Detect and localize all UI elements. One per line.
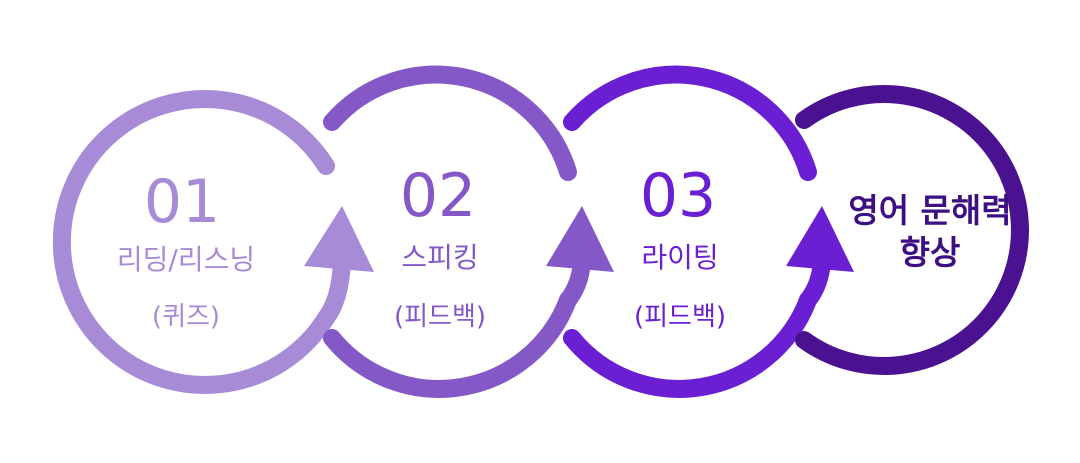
step-2-ring (323, 65, 614, 398)
step-3-subtitle: (피드백) (634, 302, 726, 332)
step-2-number: 02 (400, 161, 476, 231)
step-1-title: 리딩/리스닝 (117, 243, 255, 276)
step-3-ring (563, 65, 854, 398)
goal-title-line-2: 향상 (900, 233, 961, 272)
step-1-arrowhead (304, 206, 374, 272)
step-2-top-arc (323, 65, 577, 181)
step-1-arc (52, 90, 335, 394)
step-3-arrowhead (786, 206, 854, 272)
step-2-subtitle: (피드백) (394, 302, 486, 332)
step-1-number: 01 (144, 167, 220, 237)
goal-ring (795, 85, 1029, 375)
goal-arc (795, 85, 1029, 375)
step-3-title: 라이팅 (641, 241, 718, 274)
step-2-arrowhead (546, 206, 614, 272)
step-1-ring (52, 90, 374, 394)
step-3-number: 03 (640, 161, 716, 231)
step-1-subtitle: (퀴즈) (152, 302, 220, 332)
goal-title-line-1: 영어 문해력 (848, 191, 1011, 230)
step-2-title: 스피킹 (401, 241, 478, 274)
step-3-top-arc (563, 65, 817, 181)
step-2-bottom-arc (323, 291, 577, 398)
step-1-arrow-tail (317, 253, 351, 327)
step-3-bottom-arc (563, 291, 817, 398)
